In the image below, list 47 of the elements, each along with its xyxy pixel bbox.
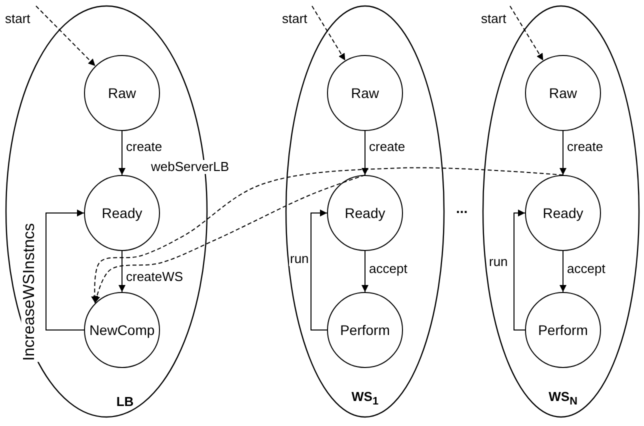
edge-label: start [480, 12, 508, 26]
state-label: Perform [340, 322, 390, 338]
group-label: LB [116, 394, 134, 409]
state-circle [84, 292, 160, 368]
arrow [514, 210, 526, 330]
state-circle [84, 175, 160, 251]
edge-label: webServerLB [150, 160, 230, 174]
state-label: Perform [538, 322, 588, 338]
state-label: Ready [542, 205, 584, 221]
state-circle [327, 55, 403, 131]
state-circle [327, 292, 403, 368]
arrow [118, 250, 126, 292]
arrow [93, 174, 366, 304]
state-label: Ready [102, 205, 142, 221]
edge-label: create [125, 140, 164, 154]
arrow [310, 210, 328, 330]
edge-label: create [368, 140, 406, 154]
arrow [362, 250, 368, 292]
arrow [560, 250, 566, 292]
state-circle [525, 175, 601, 251]
edge-label: accept [566, 262, 606, 276]
arrow [118, 130, 126, 176]
state-label: Ready [344, 205, 386, 221]
edge-label: create [566, 140, 604, 154]
state-circle [84, 55, 160, 131]
group-label: WS$_{N}$ [548, 389, 578, 408]
arrow [46, 210, 84, 330]
state-circle [327, 175, 403, 251]
edge-label: IncreaseWSInstncs [21, 222, 39, 362]
edge-label: start [281, 12, 308, 26]
state-circle [525, 292, 601, 368]
state-label: Raw [350, 85, 379, 101]
arrow [510, 6, 544, 62]
arrow [362, 130, 368, 176]
edge-label: accept [368, 262, 408, 276]
arrow [36, 6, 96, 66]
group-label: WS$_{1}$ [352, 389, 378, 408]
ellipsis-label: ... [456, 200, 468, 216]
state-label: NewComp [89, 322, 155, 338]
state-label: Raw [548, 85, 577, 101]
state-label: Raw [108, 85, 136, 101]
edge-label: start [4, 12, 32, 26]
state-circle [525, 55, 601, 131]
arrow [91, 167, 564, 304]
arrow [312, 6, 346, 62]
arrow [560, 130, 566, 176]
edge-label: createWS [125, 270, 184, 284]
